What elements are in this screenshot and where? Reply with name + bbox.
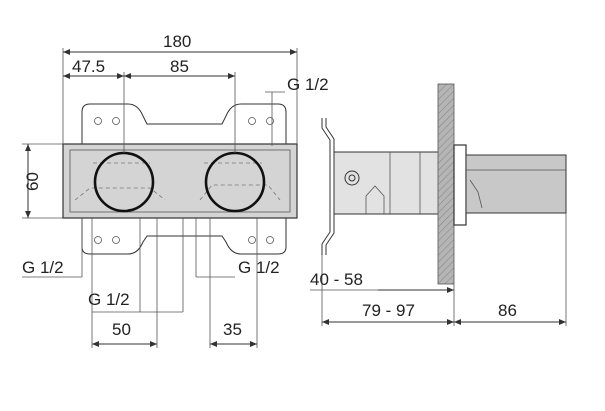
dim-total-width: 180 — [163, 32, 191, 51]
extension-lines — [22, 48, 298, 348]
side-body — [333, 151, 451, 215]
wall-section — [437, 83, 455, 285]
front-view: 180 47.5 85 G 1/2 60 G 1/2 G 1/2 G 1/2 5… — [22, 32, 329, 348]
mounting-holes — [94, 117, 274, 244]
side-thread — [365, 185, 385, 214]
dim-bottom-left-spacing: 50 — [112, 320, 131, 339]
dim-bottom-right-spacing: 35 — [223, 320, 242, 339]
dim-wall-depth: 40 - 58 — [310, 270, 363, 289]
wall-flange — [453, 144, 467, 226]
dim-left-offset: 47.5 — [72, 57, 105, 76]
dim-center-distance: 85 — [170, 57, 189, 76]
dim-thread-bottom-left: G 1/2 — [88, 290, 130, 309]
valve-body-inner — [69, 149, 291, 213]
side-view: 40 - 58 79 - 97 86 — [310, 83, 567, 326]
side-dimension-lines — [322, 287, 566, 325]
dim-pipe-length: 86 — [498, 301, 517, 320]
side-bracket — [321, 118, 335, 255]
dim-thread-bottom-right: G 1/2 — [238, 258, 280, 277]
mounting-plate — [81, 103, 287, 255]
dim-height: 60 — [23, 172, 42, 191]
screw-symbol — [344, 170, 360, 186]
dim-thread-left: G 1/2 — [22, 258, 64, 277]
dimension-lines — [25, 49, 297, 347]
dim-thread-top-right: G 1/2 — [287, 75, 329, 94]
dim-mount-depth: 79 - 97 — [362, 301, 415, 320]
valve-body — [62, 143, 298, 219]
